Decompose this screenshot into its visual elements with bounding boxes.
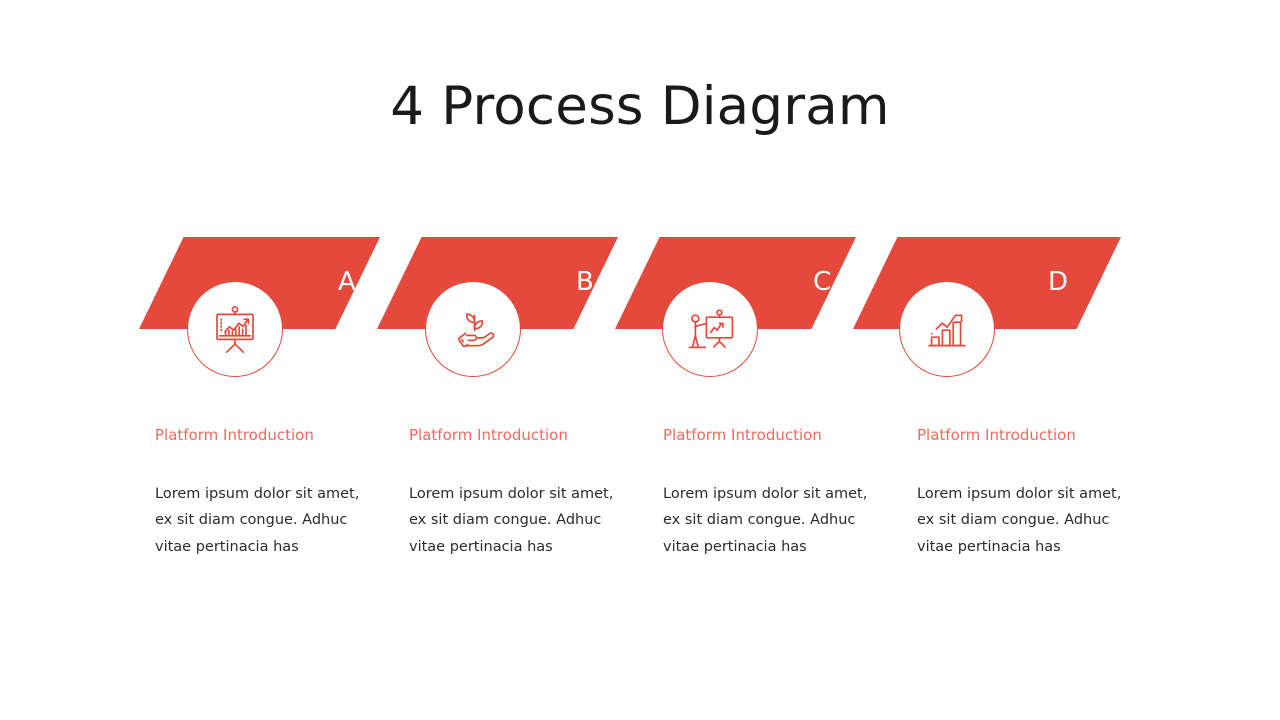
step-heading-a: Platform Introduction: [155, 426, 314, 444]
step-icon-circle-c[interactable]: [662, 281, 758, 377]
step-heading-c: Platform Introduction: [663, 426, 822, 444]
step-letter-d: D: [1048, 267, 1069, 297]
step-icon-circle-a[interactable]: [187, 281, 283, 377]
process-step-text-b: Platform Introduction Lorem ipsum dolor …: [409, 426, 624, 560]
presentation-easel-growth-chart-icon: [208, 302, 262, 356]
step-body-a: Lorem ipsum dolor sit amet, ex sit diam …: [155, 485, 360, 555]
process-chevron-band: A B C D: [0, 237, 1280, 329]
step-icon-circle-b[interactable]: [425, 281, 521, 377]
step-body-c: Lorem ipsum dolor sit amet, ex sit diam …: [663, 485, 868, 555]
step-heading-d: Platform Introduction: [917, 426, 1076, 444]
step-letter-b: B: [576, 267, 594, 297]
hand-holding-sprout-icon: [446, 302, 500, 356]
step-body-b: Lorem ipsum dolor sit amet, ex sit diam …: [409, 485, 614, 555]
page-title: 4 Process Diagram: [390, 76, 890, 137]
step-heading-b: Platform Introduction: [409, 426, 568, 444]
step-letter-c: C: [813, 267, 832, 297]
step-icon-circle-d[interactable]: [899, 281, 995, 377]
step-letter-a: A: [338, 267, 356, 297]
process-step-text-c: Platform Introduction Lorem ipsum dolor …: [663, 426, 878, 560]
process-step-text-d: Platform Introduction Lorem ipsum dolor …: [917, 426, 1132, 560]
bar-chart-growth-arrow-icon: [920, 302, 974, 356]
step-body-d: Lorem ipsum dolor sit amet, ex sit diam …: [917, 485, 1122, 555]
process-step-text-a: Platform Introduction Lorem ipsum dolor …: [155, 426, 370, 560]
presenter-at-board-icon: [683, 302, 737, 356]
